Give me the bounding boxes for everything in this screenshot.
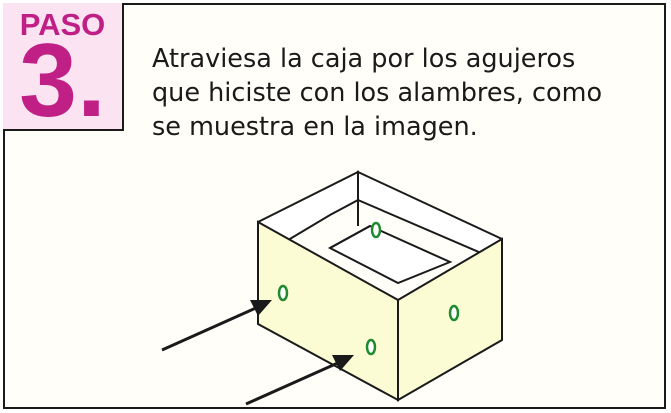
instruction-line: que hiciste con los alambres, como bbox=[152, 78, 603, 108]
box-right-face bbox=[397, 237, 503, 402]
instruction-line: se muestra en la imagen. bbox=[152, 112, 478, 142]
step-word: PASO bbox=[19, 7, 106, 42]
step-number: 3. bbox=[19, 23, 106, 139]
wire-arrow-lower bbox=[245, 360, 341, 406]
hole-back-wall bbox=[370, 221, 382, 239]
arrowhead-lower bbox=[332, 355, 354, 371]
arrowhead-upper bbox=[250, 300, 272, 316]
box-with-wires-illustration bbox=[161, 170, 503, 406]
instruction-line: Atraviesa la caja por los agujeros bbox=[152, 44, 576, 74]
step-badge: PASO 3. bbox=[3, 3, 124, 139]
hole-front-left bbox=[277, 284, 289, 302]
instruction-text: Atraviesa la caja por los agujeros que h… bbox=[152, 42, 652, 144]
hole-front-right bbox=[365, 338, 377, 356]
hole-side bbox=[448, 304, 460, 322]
wire-arrow-upper bbox=[161, 305, 259, 352]
